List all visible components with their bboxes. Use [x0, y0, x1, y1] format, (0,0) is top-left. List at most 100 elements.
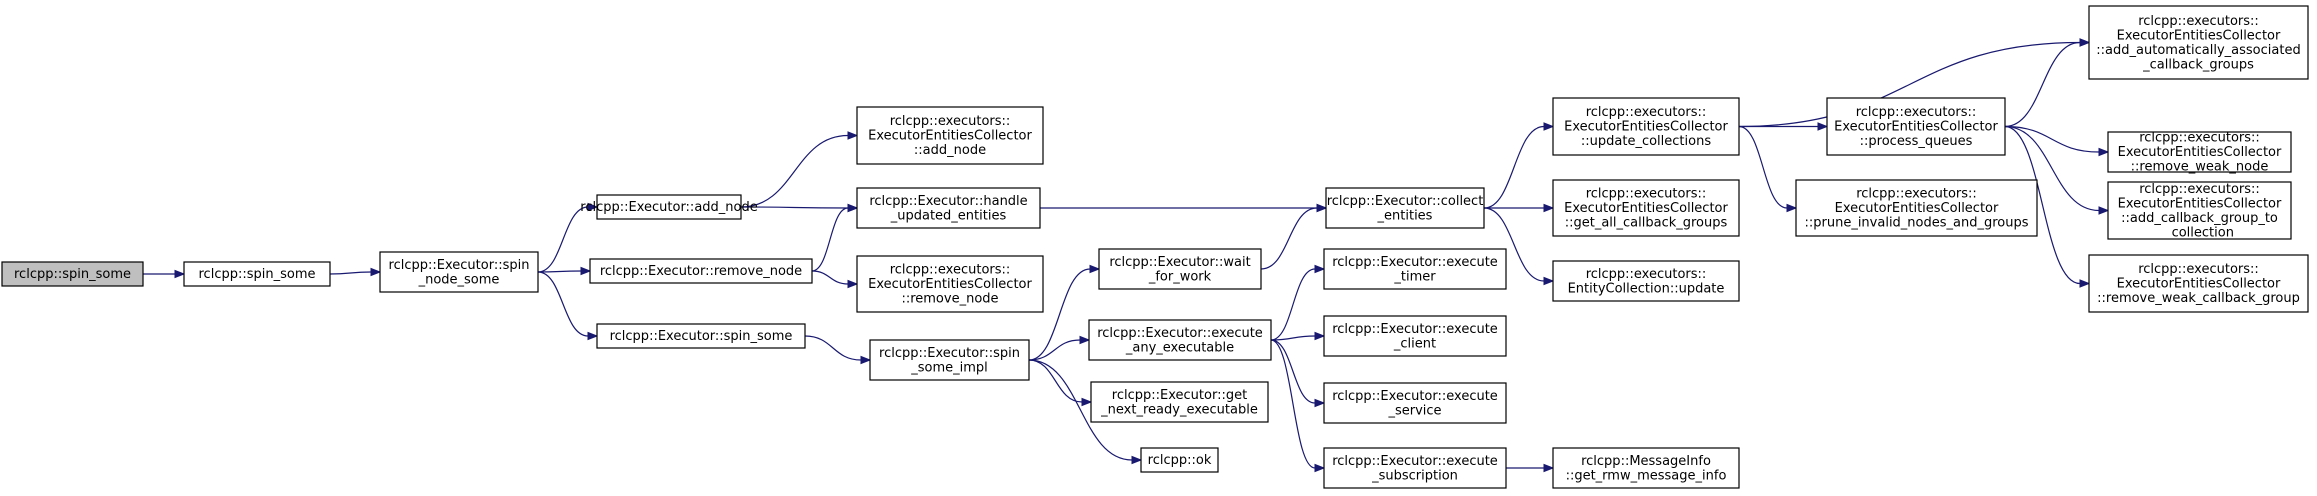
graph-node-n8[interactable]: rclcpp::executors::ExecutorEntitiesColle… — [856, 255, 1044, 313]
node-label-line: EntityCollection::update — [1568, 281, 1725, 296]
edge-line — [1260, 207, 1318, 270]
graph-node-n4[interactable]: rclcpp::Executor::remove_node — [589, 258, 813, 284]
arrowhead-icon — [1314, 463, 1326, 473]
node-box — [1325, 187, 1485, 229]
arrowhead-icon — [2079, 38, 2091, 47]
graph-node-n2[interactable]: rclcpp::Executor::spin_node_some — [379, 251, 539, 293]
graph-node-n24[interactable]: rclcpp::executors::ExecutorEntitiesColle… — [1795, 179, 2038, 237]
edge-n7-n14 — [1040, 203, 1328, 213]
graph-node-n25[interactable]: rclcpp::executors::ExecutorEntitiesColle… — [2088, 5, 2309, 80]
edge-n3-n7 — [740, 203, 859, 213]
node-box — [1552, 97, 1740, 156]
edge-n23-n28 — [2004, 125, 2091, 288]
node-box — [1098, 248, 1262, 290]
edge-line — [1270, 339, 1316, 469]
graph-node-n10[interactable]: rclcpp::Executor::wait_for_work — [1098, 248, 1262, 290]
node-label-line: rclcpp::Executor::wait — [1109, 255, 1250, 270]
node-label-line: rclcpp::Executor::execute — [1097, 326, 1263, 341]
graph-node-n26[interactable]: rclcpp::executors::ExecutorEntitiesColle… — [2107, 131, 2292, 175]
graph-node-n6[interactable]: rclcpp::executors::ExecutorEntitiesColle… — [856, 106, 1044, 165]
node-label-line: rclcpp::Executor::add_node — [580, 200, 757, 215]
edge-n9-n12 — [1028, 359, 1093, 407]
edge-n4-n8 — [811, 270, 859, 289]
edge-n2-n3 — [537, 202, 599, 273]
graph-node-n18[interactable]: rclcpp::Executor::execute_subscription — [1323, 447, 1507, 489]
node-label-line: rclcpp::Executor::handle — [869, 194, 1027, 209]
graph-node-n13[interactable]: rclcpp::ok — [1140, 447, 1219, 473]
graph-node-n21[interactable]: rclcpp::executors::EntityCollection::upd… — [1552, 260, 1740, 302]
edge-n14-n20 — [1483, 203, 1555, 213]
node-label-line: rclcpp::Executor::execute — [1332, 255, 1498, 270]
edge-line — [329, 271, 372, 275]
graph-node-n20[interactable]: rclcpp::executors::ExecutorEntitiesColle… — [1552, 179, 1740, 237]
node-box — [1552, 447, 1740, 489]
node-box — [1140, 447, 1219, 473]
edge-n9-n11 — [1028, 335, 1091, 361]
graph-node-n0[interactable]: rclcpp::spin_some — [1, 261, 144, 287]
node-label-line: ::remove_weak_callback_group — [2097, 291, 2300, 306]
graph-node-n12[interactable]: rclcpp::Executor::get_next_ready_executa… — [1090, 381, 1269, 423]
edge-n23-n26 — [2004, 125, 2110, 157]
edge-line — [740, 206, 849, 209]
node-box — [1088, 319, 1272, 361]
node-label-line: ExecutorEntitiesCollector — [2118, 196, 2282, 211]
graph-node-n11[interactable]: rclcpp::Executor::execute_any_executable — [1088, 319, 1272, 361]
graph-node-n5[interactable]: rclcpp::Executor::spin_some — [596, 323, 806, 349]
edge-line — [2004, 125, 2100, 212]
graph-node-n28[interactable]: rclcpp::executors::ExecutorEntitiesColle… — [2088, 254, 2309, 313]
node-label-line: rclcpp::executors:: — [2139, 182, 2260, 197]
node-box — [1826, 97, 2006, 156]
arrowhead-icon — [1314, 264, 1326, 274]
node-label-line: ExecutorEntitiesCollector — [1835, 201, 1999, 216]
node-label-line: _next_ready_executable — [1100, 402, 1258, 417]
arrowhead-icon — [2098, 147, 2110, 157]
node-box — [1323, 447, 1507, 489]
arrowhead-icon — [1081, 397, 1093, 407]
node-box — [2088, 5, 2309, 80]
node-label-line: _updated_entities — [890, 208, 1007, 223]
edge-line — [811, 270, 849, 285]
arrowhead-icon — [2079, 279, 2091, 288]
edge-line — [1028, 339, 1081, 361]
edge-line — [1028, 359, 1133, 461]
node-box — [2107, 181, 2292, 240]
arrowhead-icon — [370, 267, 382, 277]
arrowhead-icon — [1543, 122, 1555, 131]
arrowhead-icon — [1314, 398, 1326, 408]
edge-n11-n17 — [1270, 339, 1326, 408]
node-box — [856, 187, 1041, 229]
node-label-line: rclcpp::Executor::execute — [1332, 454, 1498, 469]
arrowhead-icon — [1131, 455, 1143, 465]
graph-node-n15[interactable]: rclcpp::Executor::execute_timer — [1323, 248, 1507, 290]
graph-node-n19[interactable]: rclcpp::executors::ExecutorEntitiesColle… — [1552, 97, 1740, 156]
node-label-line: ExecutorEntitiesCollector — [2117, 277, 2281, 292]
edge-line — [1270, 339, 1316, 404]
graph-node-n7[interactable]: rclcpp::Executor::handle_updated_entitie… — [856, 187, 1041, 229]
graph-node-n16[interactable]: rclcpp::Executor::execute_client — [1323, 315, 1507, 357]
graph-node-n1[interactable]: rclcpp::spin_some — [183, 261, 331, 287]
arrowhead-icon — [1543, 463, 1555, 473]
graph-node-n22[interactable]: rclcpp::MessageInfo::get_rmw_message_inf… — [1552, 447, 1740, 489]
edge-n9-n10 — [1028, 264, 1101, 361]
edge-line — [537, 271, 589, 337]
edge-line — [1270, 335, 1316, 341]
node-box — [596, 194, 742, 220]
graph-node-n27[interactable]: rclcpp::executors::ExecutorEntitiesColle… — [2107, 181, 2292, 241]
graph-node-n17[interactable]: rclcpp::Executor::execute_service — [1323, 382, 1507, 424]
edge-n14-n21 — [1483, 207, 1555, 286]
node-label-line: rclcpp::Executor::execute — [1332, 322, 1498, 337]
edge-line — [740, 134, 849, 208]
node-label-line: rclcpp::executors:: — [1586, 105, 1707, 120]
edge-n5-n9 — [804, 335, 872, 365]
node-box — [379, 251, 539, 293]
graph-node-n3[interactable]: rclcpp::Executor::add_node — [580, 194, 758, 220]
edge-n19-n24 — [1738, 125, 1798, 213]
node-label-line: rclcpp::MessageInfo — [1581, 454, 1711, 469]
edge-n2-n5 — [537, 271, 599, 341]
graph-node-n14[interactable]: rclcpp::Executor::collect_entities — [1325, 187, 1485, 229]
edge-n3-n6 — [740, 131, 859, 208]
graph-node-n9[interactable]: rclcpp::Executor::spin_some_impl — [869, 339, 1030, 381]
edge-n9-n13 — [1028, 359, 1143, 465]
graph-node-n23[interactable]: rclcpp::executors::ExecutorEntitiesColle… — [1826, 97, 2006, 156]
